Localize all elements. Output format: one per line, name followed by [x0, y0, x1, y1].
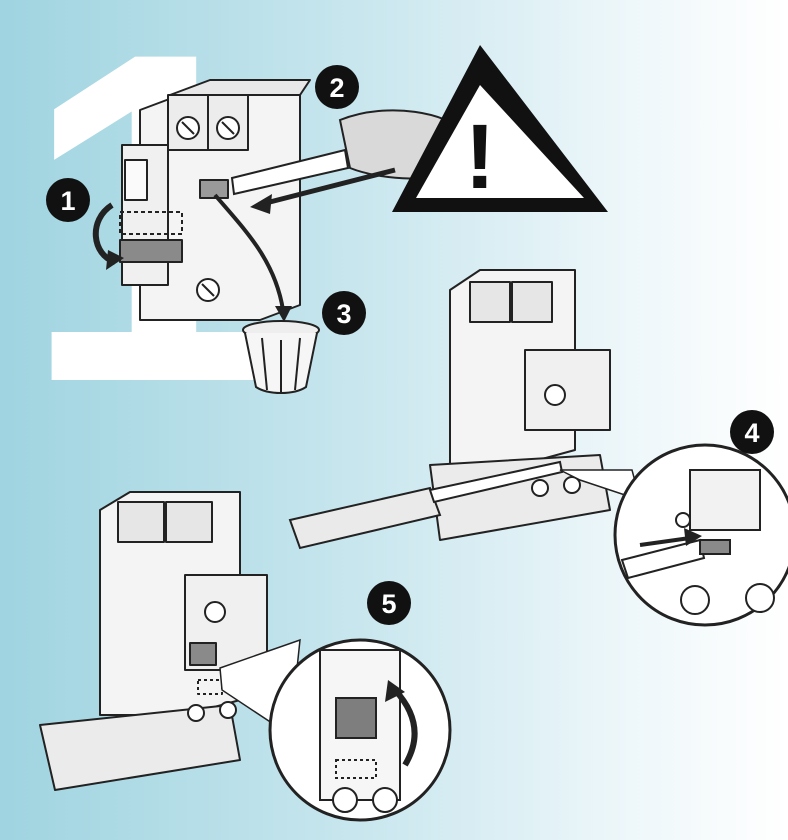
svg-text:1: 1: [60, 186, 75, 216]
screwdriver-right: [288, 460, 564, 550]
svg-text:2: 2: [329, 73, 344, 103]
push-arrow-4: [639, 536, 691, 547]
push-arrow-4-head: [684, 528, 702, 546]
step-badge-2: 2: [315, 65, 359, 109]
step-badge-4: 4: [730, 410, 774, 454]
circuit-breaker-top: [119, 79, 311, 321]
drop-arrow-head: [275, 306, 292, 322]
insert-arrow: [261, 167, 396, 207]
svg-text:4: 4: [744, 418, 759, 448]
zoom-detail-5: [319, 649, 401, 813]
waste-bin-icon: [242, 320, 320, 394]
step-badge-1: 1: [46, 178, 90, 222]
step-badge-5: 5: [367, 581, 411, 625]
insert-arrow-head: [250, 194, 272, 214]
lift-arrow-5: [392, 687, 418, 767]
svg-text:3: 3: [336, 299, 351, 329]
drop-arrow: [213, 193, 285, 311]
lift-arrow-5-head: [385, 680, 405, 702]
breaker-base-right: [429, 269, 611, 541]
step-badge-3: 3: [322, 291, 366, 335]
breaker-base-bottom: [39, 491, 268, 791]
warning-triangle-inner: [416, 85, 584, 198]
rotate-arrow-head: [106, 250, 124, 270]
svg-text:5: 5: [381, 589, 396, 619]
zoom-detail-4: [620, 469, 775, 615]
warning-symbol: !: [465, 106, 496, 208]
